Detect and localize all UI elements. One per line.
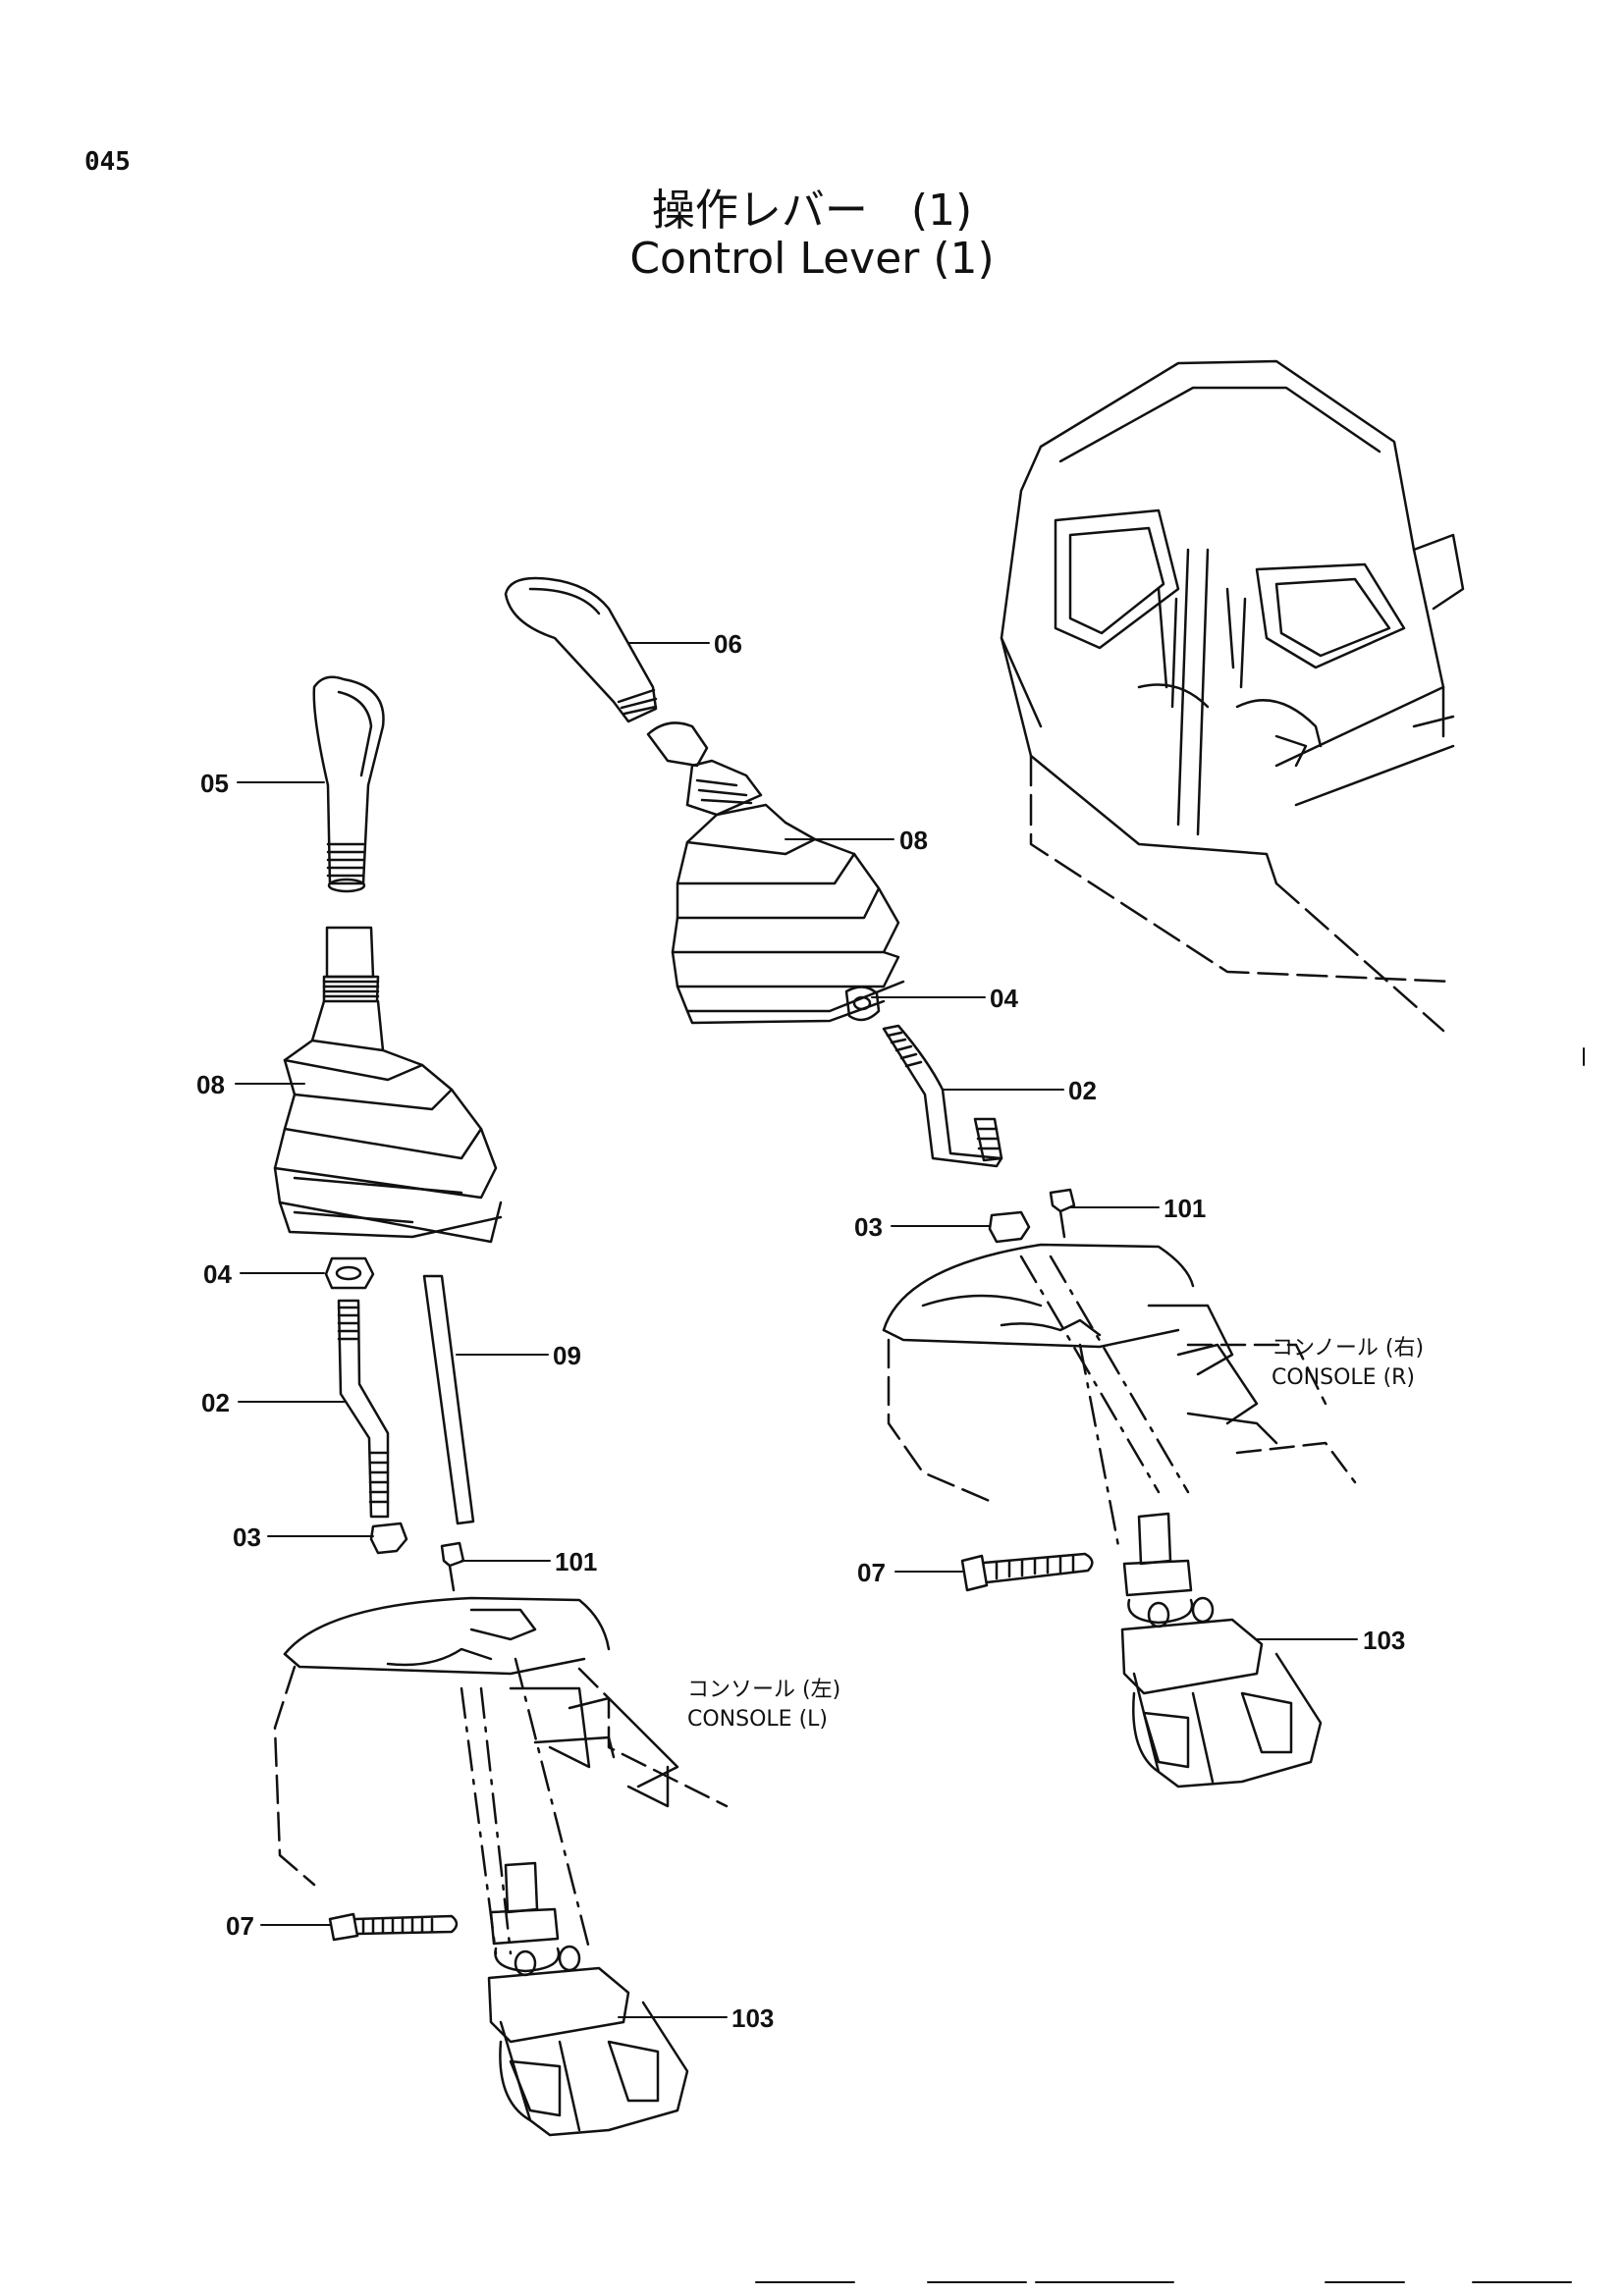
right-cable-tie-07 xyxy=(960,1552,1094,1592)
label-left-07: 07 xyxy=(226,1911,254,1941)
left-console xyxy=(273,1596,729,1955)
label-right-02: 02 xyxy=(1068,1076,1097,1105)
left-lever-assembly xyxy=(273,675,729,2137)
label-left-08: 08 xyxy=(196,1070,225,1099)
part-labels: 05 08 04 02 09 03 101 07 103 06 08 04 02… xyxy=(196,629,1424,2033)
label-right-103: 103 xyxy=(1363,1626,1405,1655)
label-left-02: 02 xyxy=(201,1388,230,1417)
label-right-08: 08 xyxy=(899,826,928,855)
right-nut-03 xyxy=(988,1210,1031,1244)
left-grip-05 xyxy=(312,675,385,885)
leader-lines xyxy=(235,642,1358,2018)
left-boot-08 xyxy=(273,926,503,1244)
label-right-03: 03 xyxy=(854,1212,883,1242)
label-right-04: 04 xyxy=(990,984,1018,1013)
label-left-03: 03 xyxy=(233,1522,261,1552)
label-right-101: 101 xyxy=(1164,1194,1206,1223)
right-grip-06 xyxy=(504,576,658,723)
title-japanese: 操作レバー (1) xyxy=(651,186,973,236)
label-left-09: 09 xyxy=(553,1341,581,1370)
label-left-103: 103 xyxy=(731,2003,774,2033)
page-number: 045 xyxy=(84,147,131,177)
left-lever-rod-02 xyxy=(337,1299,390,1519)
right-bolt-101 xyxy=(1049,1188,1076,1239)
left-bolt-101 xyxy=(440,1541,465,1592)
console-right-label-en: CONSOLE (R) xyxy=(1272,1365,1415,1390)
right-console xyxy=(882,1243,1357,1553)
right-boot-08 xyxy=(646,721,905,1025)
label-right-07: 07 xyxy=(857,1558,886,1587)
left-cable-tie-07 xyxy=(328,1912,459,1942)
right-nut-04 xyxy=(844,986,881,1022)
label-right-06: 06 xyxy=(714,629,742,659)
title-english: Control Lever (1) xyxy=(629,234,995,284)
right-pilot-valve-103 xyxy=(1120,1512,1323,1789)
left-pilot-valve-103 xyxy=(487,1861,689,2137)
left-tube-09 xyxy=(422,1274,475,1525)
right-lever-assembly xyxy=(504,576,1357,1789)
left-nut-03 xyxy=(369,1522,408,1555)
console-right-label-jp: コンノール (右) xyxy=(1272,1336,1424,1361)
left-nut-04 xyxy=(324,1256,375,1290)
cab-illustration xyxy=(1000,359,1465,1033)
label-left-05: 05 xyxy=(200,769,229,798)
console-left-label-en: CONSOLE (L) xyxy=(687,1707,828,1732)
label-left-101: 101 xyxy=(555,1547,597,1576)
right-lever-rod-02 xyxy=(882,1024,1003,1168)
label-left-04: 04 xyxy=(203,1259,232,1289)
console-left-label-jp: コンソール (左) xyxy=(687,1678,840,1702)
footer-rules xyxy=(755,1047,1585,2283)
